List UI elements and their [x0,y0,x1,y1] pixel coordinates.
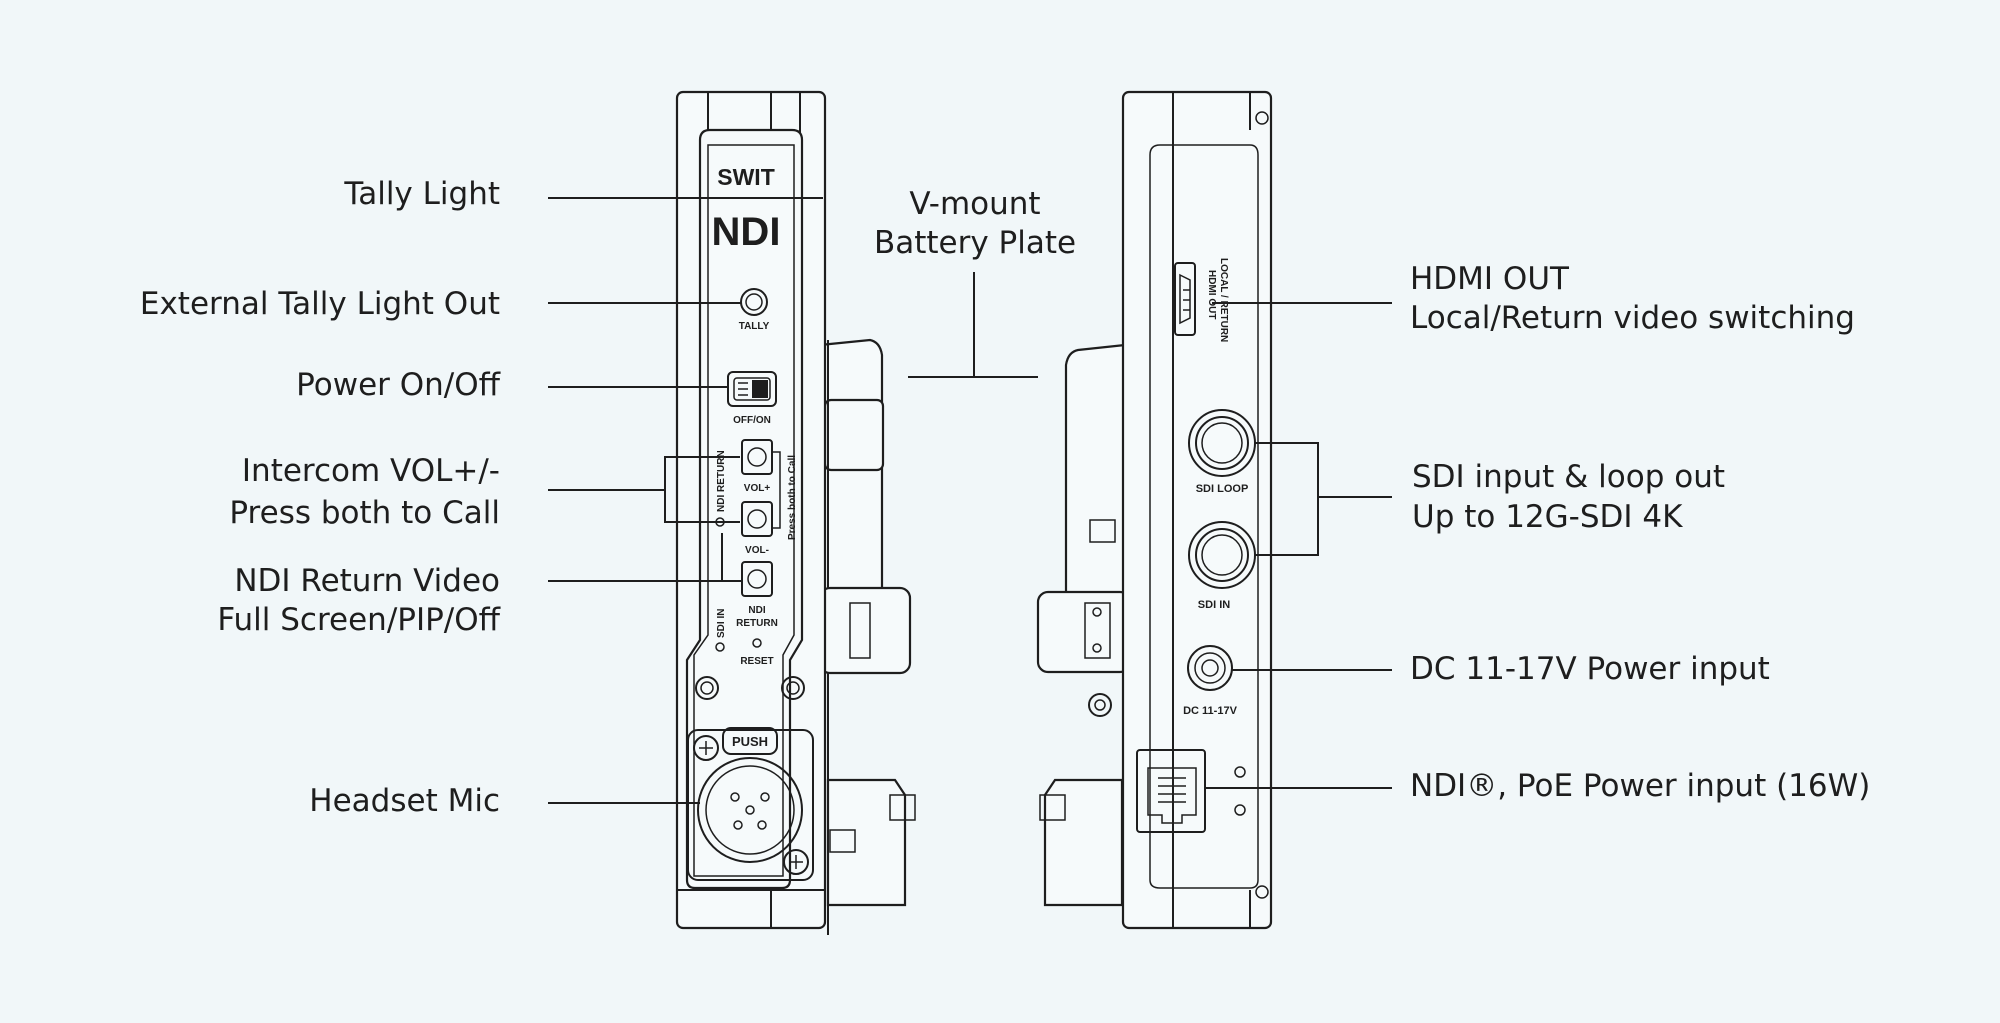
callout-dc-power: DC 11-17V Power input [1410,651,1770,687]
callout-hdmi-line2: Local/Return video switching [1410,300,1855,336]
callout-headset-mic: Headset Mic [309,783,500,819]
ndi-return-vertical-label: NDI RETURN [716,450,727,512]
off-on-label: OFF/ON [733,415,771,426]
vol-minus-button-icon [741,501,773,537]
sdi-loop-label: SDI LOOP [1196,483,1249,495]
callout-ndi-return: NDI Return Video Full Screen/PIP/Off [217,562,500,640]
ndi-return-button-icon [741,561,773,597]
headset-mic-connector [687,727,814,881]
callout-hdmi-line1: HDMI OUT [1410,261,1569,297]
callout-power: Power On/Off [296,367,500,403]
vol-plus-button-icon [741,439,773,475]
vol-plus-label: VOL+ [744,483,771,494]
leader-lines [548,197,1392,804]
callout-tally-light: Tally Light [344,176,500,212]
hdmi-out-label-1: HDMI OUT [1206,270,1217,319]
dc-input-icon [1187,645,1233,691]
callout-sdi-line1: SDI input & loop out [1412,459,1726,495]
dc-input-label: DC 11-17V [1183,705,1237,717]
sdi-in-label: SDI IN [1198,599,1230,611]
callout-hdmi-out: HDMI OUT Local/Return video switching [1410,260,1855,338]
callout-sdi-line2: Up to 12G-SDI 4K [1412,499,1683,535]
hdmi-port-icon [1174,262,1196,336]
callout-ndi-poe: NDI®, PoE Power input (16W) [1410,768,1871,804]
press-both-label: Press both to Call [787,455,798,540]
push-label: PUSH [732,734,768,749]
ndi-logo: NDI [712,210,781,254]
callout-external-tally: External Tally Light Out [139,286,500,322]
callout-sdi: SDI input & loop out Up to 12G-SDI 4K [1412,457,1725,537]
ndi-return-button-label-1: NDI [748,605,765,616]
tally-port-label: TALLY [739,321,770,332]
sdi-in-vertical-label: SDI IN [716,609,727,638]
left-device: SWIT NDI TALLY OFF/ON VOL+ [675,90,916,935]
brand-logo: SWIT [717,164,775,190]
callout-vmount-line1: V-mount [909,186,1041,222]
reset-label: RESET [740,656,773,667]
callout-ndi-return-line2: Full Screen/PIP/Off [217,602,500,638]
callout-vmount: V-mount Battery Plate [860,185,1090,263]
power-switch-icon [727,371,777,407]
screw-icon [695,676,719,700]
reset-hole-icon [752,638,762,648]
callout-vmount-line2: Battery Plate [873,225,1077,261]
callout-intercom: Intercom VOL+/- Press both to Call [229,450,500,534]
hdmi-out-label-2: LOCAL / RETURN [1218,258,1229,342]
callout-ndi-return-line1: NDI Return Video [234,563,500,599]
vol-minus-label: VOL- [745,545,769,556]
callout-intercom-line1: Intercom VOL+/- [241,453,500,489]
callout-intercom-line2: Press both to Call [229,495,500,531]
ethernet-port-icon [1136,749,1246,833]
right-device: HDMI OUT LOCAL / RETURN SDI LOOP SDI IN [1036,90,1273,930]
ndi-return-button-label-2: RETURN [736,618,778,629]
screw-icon [781,676,805,700]
